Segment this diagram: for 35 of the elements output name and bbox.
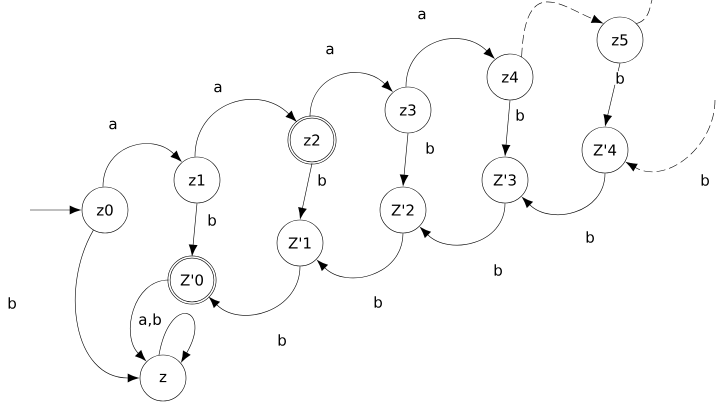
edge-label: a [324, 44, 336, 56]
edge-label: b [276, 333, 288, 347]
arrow [626, 100, 716, 172]
edge-label: b [614, 71, 626, 85]
arrow [75, 230, 139, 382]
edge-label: b [584, 230, 596, 244]
edge-label: b [372, 295, 384, 309]
arrow [317, 232, 404, 278]
edge-label: b [699, 173, 711, 187]
arrow [310, 72, 392, 118]
arrow [188, 203, 198, 256]
arrow [502, 100, 510, 156]
arrow [130, 280, 169, 361]
arrow [209, 266, 300, 316]
edge-label: b [514, 108, 526, 122]
arrow [102, 143, 182, 188]
edge-label: a [212, 82, 224, 94]
arrow [420, 203, 506, 246]
edge-label: b [206, 213, 218, 227]
edge-label: b [6, 296, 18, 310]
arrow [30, 206, 81, 214]
edge-label: b [316, 173, 328, 187]
edge-label: b [424, 141, 436, 155]
arrow [194, 99, 296, 158]
arrow [400, 133, 408, 186]
edge-label: b [492, 263, 504, 277]
arrow [298, 163, 312, 219]
arrow [406, 38, 494, 88]
arrow [521, 2, 603, 58]
arrow [158, 313, 196, 362]
arrow [604, 63, 620, 126]
edge-label: a [416, 10, 428, 20]
edge-label: a,b [137, 312, 163, 328]
edge-label: a [107, 120, 119, 130]
arrow [522, 173, 606, 216]
